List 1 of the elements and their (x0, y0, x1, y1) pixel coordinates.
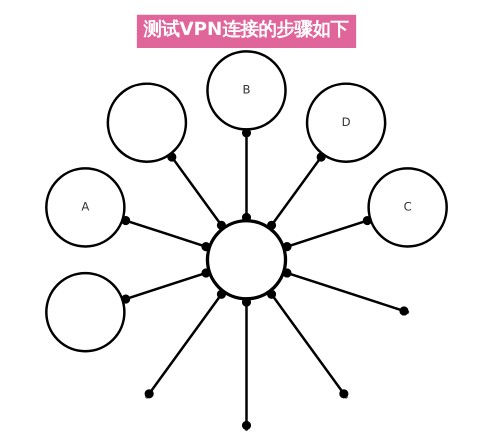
diagram-title: 测试VPN连接的步骤如下 (143, 19, 348, 40)
